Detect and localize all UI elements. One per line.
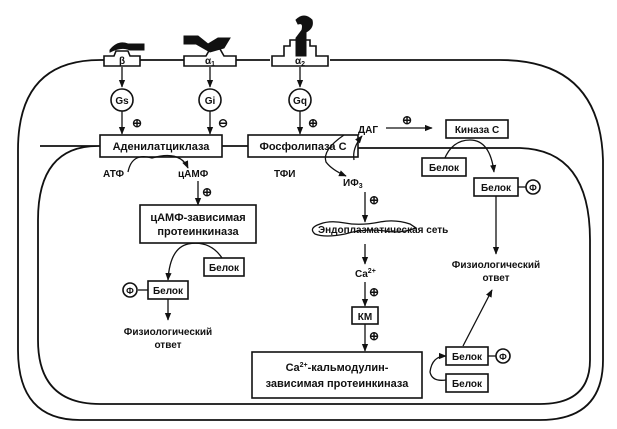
protein-label: Белок: [209, 263, 240, 274]
protein-label: Белок: [153, 286, 184, 297]
km-plus-sign: ⊕: [369, 329, 379, 343]
gprotein-gi: Gi: [198, 88, 222, 112]
inner-membrane: [37, 145, 591, 405]
protein-label: Белок: [429, 163, 460, 174]
camk-label-line1: Ca2+-кальмодулин-: [286, 362, 389, 374]
receptor-alpha2-label: α2: [295, 56, 305, 68]
gs-label: Gs: [115, 96, 129, 107]
gq-label: Gq: [293, 96, 307, 107]
arrow-camk-protein: [429, 352, 447, 381]
camk-box: Ca2+-кальмодулин- зависимая протеинкиназ…: [251, 351, 423, 399]
ip3-plus-sign: ⊕: [369, 193, 379, 207]
calmodulin-label: КМ: [358, 312, 372, 323]
phospholipase-c-label: Фосфолипаза С: [259, 141, 346, 153]
gprotein-gq: Gq: [288, 88, 312, 112]
phospholipase-c-box: Фосфолипаза С: [247, 134, 359, 158]
pka-label-line1: цАМФ-зависимая: [150, 212, 245, 224]
receptor-beta: β: [103, 42, 145, 67]
receptor-alpha1-label: α1: [205, 56, 215, 68]
protein-label: Белок: [452, 352, 483, 363]
pkc-substrate-protein: Белок: [421, 157, 467, 177]
er-label: Эндоплазматическая сеть: [318, 225, 448, 236]
response-right-line2: ответ: [482, 273, 509, 284]
arrow-pka-protein: [165, 242, 223, 281]
pka-box: цАМФ-зависимая протеинкиназа: [139, 204, 257, 244]
ca-plus-sign: ⊕: [369, 285, 379, 299]
response-right-line1: Физиологический: [452, 260, 540, 271]
protein-label: Белок: [452, 379, 483, 390]
calmodulin-box: КМ: [351, 306, 379, 325]
phosphate-label: Ф: [529, 183, 537, 193]
response-left-line2: ответ: [154, 340, 181, 351]
arrow-to-dag: [353, 135, 363, 161]
ip3-label: ИФ3: [343, 178, 363, 190]
camk-phospho-protein: Белок Ф: [445, 346, 511, 366]
gprotein-gs: Gs: [110, 88, 134, 112]
receptor-alpha1: α1: [183, 35, 237, 68]
pka-label-line2: протеинкиназа: [157, 226, 239, 238]
receptor-beta-label: β: [119, 56, 125, 67]
adenylate-cyclase-box: Аденилатциклаза: [99, 134, 223, 158]
dag-plus-sign: ⊕: [402, 113, 412, 127]
arrow-tfi-ip3: [324, 134, 347, 177]
camp-plus-sign: ⊕: [202, 185, 212, 199]
tfi-label: ТФИ: [274, 169, 295, 180]
pka-phospho-protein: Белок Ф: [122, 280, 189, 300]
receptor-alpha2: α2: [271, 15, 329, 68]
gi-effect-sign: ⊖: [218, 116, 228, 130]
adenylate-cyclase-label: Аденилатциклаза: [113, 141, 211, 153]
pkc-phospho-protein: Белок Ф: [473, 177, 541, 197]
arrow-camk-response: [462, 289, 493, 347]
camk-label-line2: зависимая протеинкиназа: [266, 378, 410, 390]
response-left-line1: Физиологический: [124, 327, 212, 338]
kinase-c-label: Киназа С: [455, 125, 499, 136]
arrow-atp-camp: [127, 154, 189, 173]
arrow-pkc-protein: [443, 139, 497, 173]
camp-label: цАМФ: [178, 169, 209, 180]
phosphate-label: Ф: [499, 352, 507, 362]
gq-effect-sign: ⊕: [308, 116, 318, 130]
dag-label: ДАГ: [358, 125, 378, 136]
ca-label: Ca2+: [355, 268, 376, 280]
atp-label: АТФ: [103, 169, 124, 180]
er-shape: [311, 220, 418, 237]
outer-membrane: [17, 59, 604, 421]
kinase-c-box: Киназа С: [445, 119, 509, 139]
pka-substrate-protein: Белок: [203, 257, 245, 277]
protein-label: Белок: [481, 183, 512, 194]
phosphate-label: Ф: [126, 286, 134, 296]
gi-label: Gi: [205, 96, 216, 107]
gs-effect-sign: ⊕: [132, 116, 142, 130]
camk-substrate-protein: Белок: [445, 373, 489, 393]
